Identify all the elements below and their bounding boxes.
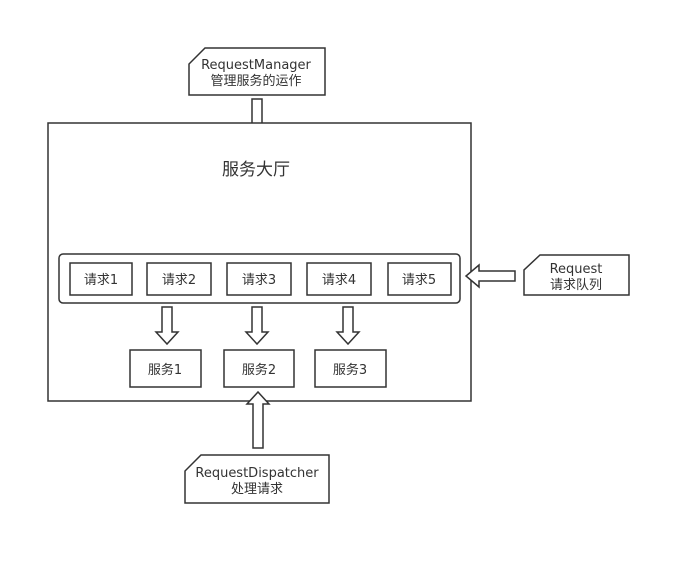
request-item: 请求4 [306, 262, 372, 296]
request-in-arrow [464, 263, 516, 289]
request-note-title: Request [550, 262, 603, 277]
request-manager-subtitle: 管理服务的运作 [210, 73, 301, 89]
request-dispatcher-title: RequestDispatcher [195, 466, 319, 481]
dispatcher-up-arrow [245, 390, 271, 449]
service-box: 服务1 [129, 349, 202, 388]
service-hall-title: 服务大厅 [222, 160, 290, 180]
request-manager-title: RequestManager [201, 58, 311, 73]
request-item-label: 请求2 [162, 273, 196, 288]
service-label: 服务1 [148, 362, 182, 378]
request-item: 请求3 [226, 262, 292, 296]
queue-to-service-arrow [154, 306, 180, 346]
request-item-label: 请求5 [402, 273, 436, 288]
request-queue-note: Request 请求队列 [523, 254, 630, 296]
request-dispatcher-note: RequestDispatcher 处理请求 [184, 454, 330, 504]
service-label: 服务3 [333, 362, 367, 378]
request-note-subtitle: 请求队列 [550, 278, 602, 293]
request-dispatcher-subtitle: 处理请求 [231, 482, 283, 497]
request-item-label: 请求3 [242, 273, 276, 288]
service-label: 服务2 [242, 362, 276, 378]
request-item: 请求2 [146, 262, 212, 296]
service-box: 服务2 [223, 349, 295, 388]
queue-to-service-arrow [244, 306, 270, 346]
request-item-label: 请求1 [84, 273, 118, 288]
queue-to-service-arrow [335, 306, 361, 346]
request-item: 请求1 [69, 262, 133, 296]
request-item: 请求5 [387, 262, 452, 296]
request-manager-note: RequestManager 管理服务的运作 [188, 47, 326, 96]
request-item-label: 请求4 [322, 273, 356, 288]
service-box: 服务3 [314, 349, 387, 388]
